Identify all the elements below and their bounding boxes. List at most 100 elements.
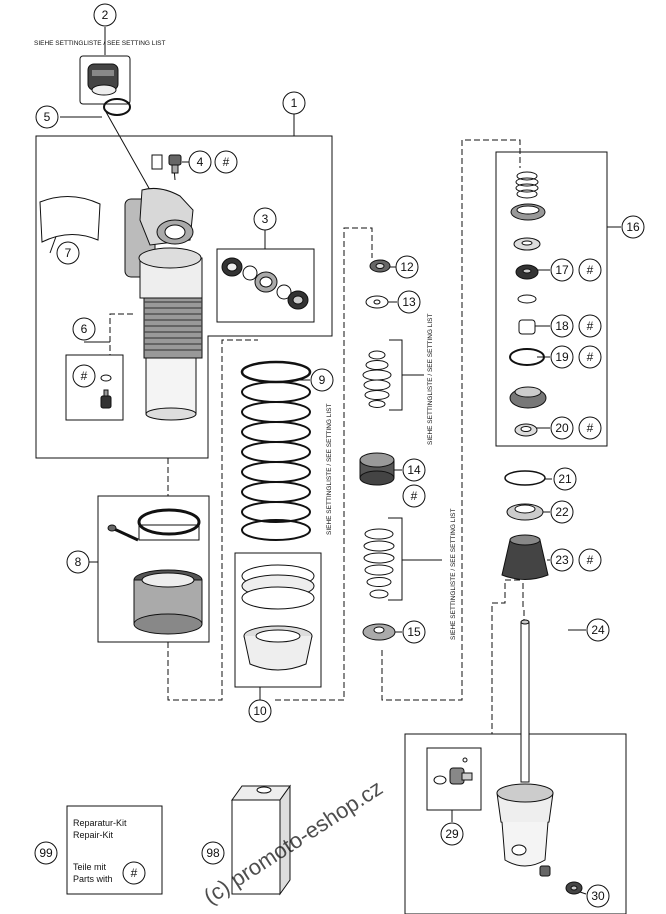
repair-kit-line-2: Repair-Kit — [73, 830, 114, 840]
setting-note-top: SIEHE SETTINGLISTE / SEE SETTING LIST — [34, 40, 166, 47]
callout-18-hash-label: # — [587, 319, 594, 333]
callout-5 — [35, 105, 59, 129]
callout-4-hash — [214, 150, 238, 174]
callout-8 — [66, 550, 90, 574]
callout-2 — [93, 3, 117, 27]
group-boxes — [35, 135, 627, 914]
setting-note-spring: SIEHE SETTINGLISTE / SEE SETTING LIST — [326, 403, 333, 535]
screw-part — [168, 154, 182, 174]
spring-seat-group-box — [234, 552, 322, 688]
callout-20-hash-label: # — [587, 421, 594, 435]
piston-rod-group-box — [404, 733, 627, 914]
callout-1-label: 1 — [291, 96, 298, 110]
callout-4-label: 4 — [197, 155, 204, 169]
compression-valve-parts — [509, 171, 547, 437]
callout-21-label: 21 — [558, 472, 572, 486]
callout-17 — [550, 258, 574, 282]
callout-23-hash — [578, 548, 602, 572]
callout-2-label: 2 — [102, 8, 109, 22]
setting-note-lower-stack: SIEHE SETTINGLISTE / SEE SETTING LIST — [450, 508, 457, 640]
leader-lines — [49, 27, 621, 895]
callout-9 — [310, 368, 334, 392]
callout-17-hash — [578, 258, 602, 282]
callout-13 — [397, 290, 421, 314]
repair-kit-text: Reparatur-Kit Repair-Kit Teile mit Parts… — [73, 818, 127, 884]
protection-foil-part — [39, 196, 101, 243]
watermark: (c) promoto-eshop.cz — [199, 775, 387, 909]
o-ring-part — [103, 98, 131, 116]
callout-29-label: 29 — [445, 827, 459, 841]
callout-16-label: 16 — [626, 220, 640, 234]
callout-7 — [56, 241, 80, 265]
callout-3 — [253, 207, 277, 231]
callout-22-label: 22 — [555, 505, 569, 519]
callout-18-label: 18 — [555, 319, 569, 333]
callout-19-hash — [578, 345, 602, 369]
callout-9-label: 9 — [319, 373, 326, 387]
repair-kit-line-4: Parts with — [73, 874, 113, 884]
callout-12-label: 12 — [400, 260, 414, 274]
bump-rubber-part — [501, 534, 549, 580]
callout-20-label: 20 — [555, 421, 569, 435]
callout-15-label: 15 — [407, 625, 421, 639]
callout-6-hash — [72, 364, 96, 388]
callout-19 — [550, 345, 574, 369]
piston-part — [359, 452, 395, 486]
repair-kit-line-3: Teile mit — [73, 862, 107, 872]
callout-19-label: 19 — [555, 350, 569, 364]
compression-valve-group-box — [495, 151, 608, 447]
callout-23-label: 23 — [555, 553, 569, 567]
lower-shim-stack-part — [363, 528, 395, 599]
callout-6-hash-label: # — [81, 369, 88, 383]
shock-oil-can — [231, 784, 291, 896]
callout-29 — [440, 822, 464, 846]
compression-adjuster-part — [79, 55, 131, 105]
piston-rod-end-group-box — [426, 747, 482, 811]
callout-10-label: 10 — [253, 704, 267, 718]
spring-part — [240, 360, 312, 541]
callout-22 — [550, 500, 574, 524]
callout-23-hash-label: # — [587, 553, 594, 567]
callout-14-hash — [402, 484, 426, 508]
repair-kit-hash-callout — [122, 861, 146, 885]
bleed-valve-part — [433, 757, 473, 785]
callout-10 — [248, 699, 272, 723]
callout-14-hash-label: # — [411, 489, 418, 503]
callout-6 — [72, 317, 96, 341]
spring-adjuster-part — [107, 508, 203, 635]
circlip-part — [504, 470, 546, 486]
callout-30-label: 30 — [591, 889, 605, 903]
callout-16 — [621, 215, 645, 239]
nut-part — [369, 259, 391, 273]
callout-23 — [550, 548, 574, 572]
callout-19-hash-label: # — [587, 350, 594, 364]
spring-seat-part — [241, 564, 315, 671]
callout-20 — [550, 416, 574, 440]
callout-20-hash — [578, 416, 602, 440]
callout-30 — [586, 884, 610, 908]
main-assembly-box — [35, 135, 333, 459]
stop-plate-part — [362, 623, 396, 641]
callout-21 — [553, 467, 577, 491]
callout-99 — [34, 841, 58, 865]
callout-15 — [402, 620, 426, 644]
setting-note-upper-stack: SIEHE SETTINGLISTE / SEE SETTING LIST — [427, 313, 434, 445]
spring-adjuster-group-box — [97, 495, 210, 643]
callout-6-label: 6 — [81, 322, 88, 336]
bearing-part — [539, 865, 583, 895]
bleed-screw-part — [100, 374, 112, 409]
callout-4-hash-label: # — [223, 155, 230, 169]
callout-14-label: 14 — [407, 463, 421, 477]
stop-ring-part — [506, 503, 544, 521]
callout-98 — [201, 841, 225, 865]
callout-98-label: 98 — [206, 846, 220, 860]
callout-24-label: 24 — [591, 623, 605, 637]
upper-shim-stack-part — [362, 350, 392, 408]
callout-99-label: 99 — [39, 846, 53, 860]
callout-1 — [282, 91, 306, 115]
callout-18-hash — [578, 314, 602, 338]
repair-kit-box — [66, 805, 163, 895]
repair-kit-hash-label: # — [131, 866, 138, 880]
callout-17-label: 17 — [555, 263, 569, 277]
